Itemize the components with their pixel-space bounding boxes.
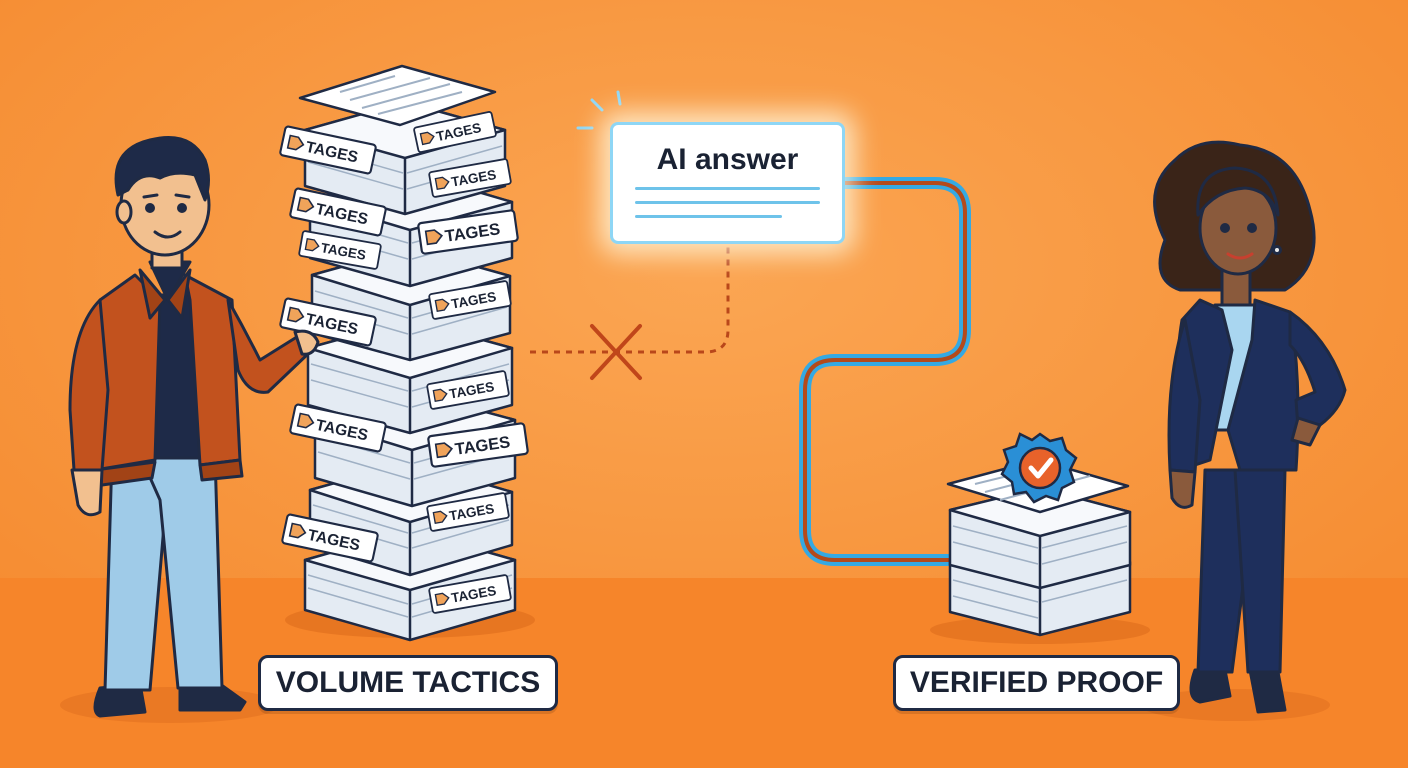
price-tag-icon: [304, 237, 320, 252]
price-tag: TAGES: [427, 422, 529, 468]
top-sheet: [298, 64, 497, 127]
tag-card: [413, 111, 497, 153]
tag-card: [428, 158, 512, 198]
ai-answer-title: AI answer: [656, 143, 799, 176]
price-tag: TAGES: [298, 230, 382, 270]
price-tag: TAGES: [289, 187, 387, 237]
price-tag-icon: [419, 131, 435, 146]
price-tag-icon: [286, 306, 305, 323]
price-tag: TAGES: [428, 158, 512, 198]
man-character: [68, 136, 320, 718]
price-tag: TAGES: [426, 370, 510, 410]
x-mark-icon: [590, 324, 642, 380]
price-tag-icon: [296, 196, 315, 213]
price-tag: TAGES: [289, 403, 387, 453]
paper-tower: [298, 64, 517, 642]
tag-card: [289, 187, 387, 237]
price-tag-icon: [424, 229, 444, 246]
tag-card: [289, 403, 387, 453]
tag-card: [298, 230, 382, 270]
price-tag: TAGES: [281, 513, 379, 563]
price-tag-icon: [296, 412, 315, 429]
tag-card: [279, 297, 377, 347]
woman-character: [1153, 140, 1347, 714]
verified-path: [799, 177, 971, 566]
price-tag: TAGES: [417, 209, 519, 255]
ai-answer-card: AI answer: [610, 122, 845, 244]
price-tag-icon: [434, 442, 454, 459]
price-tag: TAGES: [413, 111, 497, 153]
volume-tactics-label: VOLUME TACTICS: [258, 655, 558, 711]
price-tag: TAGES: [279, 125, 377, 175]
price-tag-icon: [432, 510, 448, 525]
tag-card: [428, 280, 512, 320]
tag-card: [281, 513, 379, 563]
answer-line: [635, 201, 820, 204]
proof-stack: [946, 458, 1132, 637]
tag-card: [427, 422, 529, 468]
answer-line: [635, 187, 820, 190]
tag-card: [279, 125, 377, 175]
broken-link: [530, 245, 730, 354]
man-shadow: [60, 687, 280, 723]
verified-proof-label: VERIFIED PROOF: [893, 655, 1180, 711]
price-tag: TAGES: [428, 280, 512, 320]
tag-card: [426, 370, 510, 410]
price-tag-icon: [434, 176, 450, 191]
check-badge-icon: [1000, 432, 1078, 504]
tags-layer: TAGESTAGESTAGESTAGESTAGESTAGESTAGESTAGES…: [279, 111, 529, 614]
price-tag: TAGES: [428, 574, 512, 614]
price-tag-icon: [432, 388, 448, 403]
answer-line: [635, 215, 782, 218]
price-tag-icon: [286, 134, 305, 151]
price-tag-icon: [434, 592, 450, 607]
tag-card: [428, 574, 512, 614]
tag-card: [417, 209, 519, 255]
price-tag-icon: [288, 522, 307, 539]
price-tag-icon: [434, 298, 450, 313]
price-tag: TAGES: [426, 492, 510, 532]
tag-card: [426, 492, 510, 532]
spark-marks: [576, 90, 622, 130]
